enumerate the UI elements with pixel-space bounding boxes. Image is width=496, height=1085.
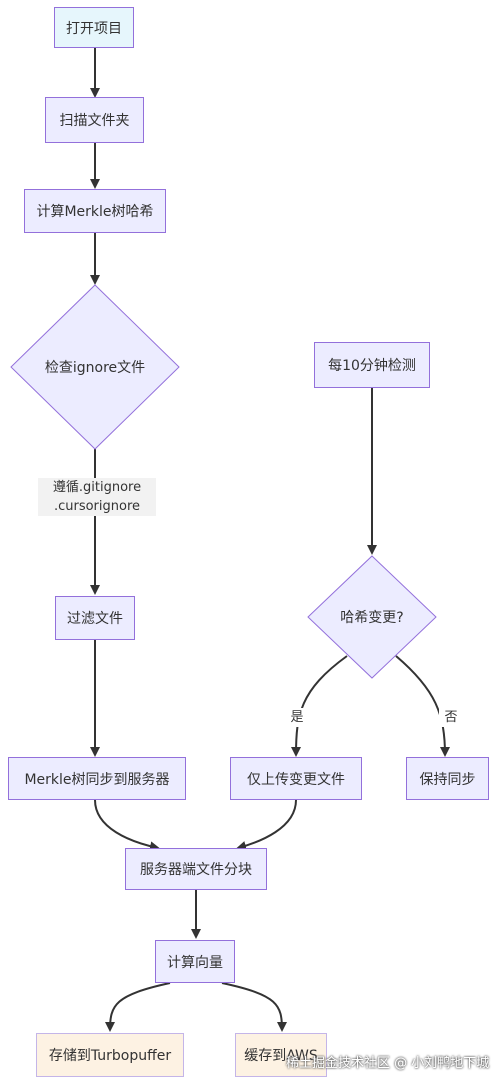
edge-sync-to-server	[94, 799, 160, 852]
scan-folder-node: 扫描文件夹	[45, 97, 144, 143]
watermark-text: 稀土掘金技术社区 @ 小刘鸭地下城	[286, 1056, 490, 1071]
store-turbopuffer-node: 存储到Turbopuffer	[36, 1033, 184, 1077]
ignore-edge-label-line2: .cursorignore	[53, 499, 141, 514]
filter-files-node: 过滤文件	[55, 596, 135, 640]
edge-upload-to-server	[236, 799, 297, 851]
upload-changed-node: 仅上传变更文件	[230, 757, 362, 800]
hash-changed-diamond	[307, 555, 437, 679]
yes-edge-label: 是	[285, 708, 309, 727]
ignore-edge-label-line1: 遵循.gitignore	[52, 480, 142, 495]
check-ignore-diamond	[10, 284, 180, 450]
open-project-node: 打开项目	[54, 7, 134, 48]
merkle-sync-node: Merkle树同步到服务器	[8, 757, 186, 800]
compute-merkle-node: 计算Merkle树哈希	[24, 189, 166, 233]
keep-sync-node: 保持同步	[406, 757, 489, 800]
no-edge-label: 否	[439, 708, 463, 727]
ignore-edge-label: 遵循.gitignore .cursorignore	[38, 478, 156, 516]
compute-vector-node: 计算向量	[155, 940, 235, 983]
server-chunk-node: 服务器端文件分块	[125, 848, 267, 890]
check-10min-node: 每10分钟检测	[314, 342, 430, 388]
edge-hash-to-upload	[291, 655, 348, 757]
cache-aws-node: 缓存到AWS	[235, 1033, 327, 1077]
edge-hash-to-keep	[395, 655, 450, 757]
edge-vector-to-turbo	[105, 982, 171, 1032]
edge-vector-to-aws	[221, 982, 287, 1032]
